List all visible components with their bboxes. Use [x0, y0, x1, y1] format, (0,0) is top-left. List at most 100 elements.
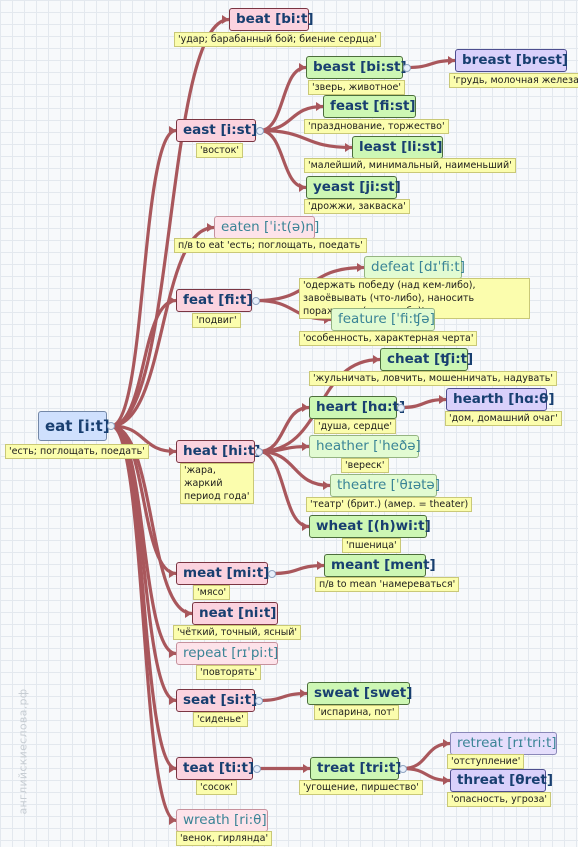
watermark: английскиеслова.рф	[16, 688, 30, 815]
gloss-teat: 'сосок'	[196, 780, 238, 795]
gloss-treat: 'угощение, пиршество'	[299, 780, 423, 795]
node-teat[interactable]: teat [ti:t]	[176, 757, 254, 780]
arrowhead-seat	[169, 696, 176, 705]
arrowhead-least	[345, 143, 352, 152]
link-meat-meant	[270, 563, 326, 576]
node-feature[interactable]: feature [ˈfi:ʧə]	[331, 308, 435, 331]
link-eat-seat	[109, 424, 178, 703]
link-heat-heather	[257, 444, 311, 454]
node-feat[interactable]: feat [fi:t]	[176, 289, 253, 312]
node-yeast[interactable]: yeast [ji:st]	[306, 176, 401, 199]
node-heart[interactable]: heart [hɑ:t]	[309, 396, 405, 419]
gloss-neat: 'чёткий, точный, ясный'	[173, 625, 302, 640]
gloss-meat: 'мясо'	[193, 585, 231, 600]
arrowhead-wheat	[302, 522, 309, 531]
link-heat-wheat	[257, 449, 311, 529]
node-heather[interactable]: heather [ˈheðə]	[309, 435, 421, 458]
collapse-knob-heart[interactable]	[397, 403, 405, 412]
arrowhead-treat	[303, 764, 310, 773]
node-wheat[interactable]: wheat [(h)wi:t]	[309, 515, 431, 538]
arrowhead-defeat	[357, 263, 364, 272]
arrowhead-wreath	[169, 816, 176, 825]
node-breast[interactable]: breast [brest]	[455, 49, 568, 72]
node-eat[interactable]: eat [i:t]	[38, 411, 110, 441]
arrowhead-threat	[443, 776, 450, 785]
gloss-retreat: 'отступление'	[447, 754, 525, 769]
collapse-knob-meat[interactable]	[268, 569, 276, 578]
link-beast-breast	[405, 58, 457, 70]
arrowhead-feast	[316, 102, 323, 111]
arrowhead-cheat	[373, 355, 380, 364]
collapse-knob-seat[interactable]	[255, 696, 263, 705]
arrowhead-teat	[169, 764, 176, 773]
node-beat[interactable]: beat [bi:t]	[229, 8, 314, 31]
gloss-wreath: 'венок, гирлянда'	[176, 831, 273, 846]
node-sweat[interactable]: sweat [swet]	[307, 682, 412, 705]
link-eat-repeat	[109, 424, 178, 656]
arrowhead-heart	[302, 403, 309, 412]
node-least[interactable]: least [li:st]	[352, 136, 443, 159]
gloss-sweat: 'испарина, пот'	[314, 705, 399, 720]
gloss-feature: 'особенность, характерная черта'	[299, 331, 478, 346]
gloss-meant: п/в to mean 'намереваться'	[315, 577, 460, 592]
node-beast[interactable]: beast [bi:st]	[306, 56, 407, 79]
arrowhead-retreat	[443, 739, 450, 748]
node-treat[interactable]: treat [tri:t]	[310, 757, 401, 780]
arrowhead-east	[169, 126, 176, 135]
arrowhead-beast	[299, 63, 306, 72]
gloss-beat: 'удар; барабанный бой; биение сердца'	[174, 32, 381, 47]
node-repeat[interactable]: repeat [rɪˈpi:t]	[176, 642, 278, 665]
arrowhead-yeast	[299, 183, 306, 192]
node-threat[interactable]: threat [θret]	[450, 769, 553, 792]
arrowhead-meat	[169, 569, 176, 578]
node-heat[interactable]: heat [hi:t]	[176, 440, 260, 463]
node-cheat[interactable]: cheat [ʧi:t]	[380, 348, 473, 371]
gloss-hearth: 'дом, домашний очаг'	[445, 411, 562, 426]
gloss-repeat: 'повторять'	[196, 665, 262, 680]
collapse-knob-feat[interactable]	[252, 296, 260, 305]
node-seat[interactable]: seat [si:t]	[176, 689, 257, 712]
gloss-heat: 'жара, жаркий период года'	[180, 463, 254, 504]
arrowhead-hearth	[439, 395, 446, 404]
collapse-knob-beast[interactable]	[403, 63, 411, 72]
link-east-beast	[258, 65, 308, 133]
node-defeat[interactable]: defeat [dɪˈfi:t]	[364, 256, 465, 279]
gloss-eat: 'есть; поглощать, поедать'	[5, 444, 149, 459]
gloss-yeast: 'дрожжи, закваска'	[304, 199, 410, 214]
gloss-wheat: 'пшеница'	[342, 538, 401, 553]
node-feast[interactable]: feast [fi:st]	[323, 95, 416, 118]
node-neat[interactable]: neat [ni:t]	[192, 602, 278, 625]
node-meant[interactable]: meant [ment]	[324, 554, 436, 577]
gloss-seat: 'сиденье'	[193, 712, 248, 727]
link-eat-east	[109, 128, 178, 428]
gloss-eaten: п/в to eat 'есть; поглощать, поедать'	[174, 238, 367, 253]
gloss-beast: 'зверь, животное'	[308, 80, 405, 95]
node-meat[interactable]: meat [mi:t]	[176, 562, 269, 585]
gloss-heather: 'вереск'	[341, 458, 389, 473]
gloss-feast: 'празднование, торжество'	[304, 119, 449, 134]
gloss-least: 'малейший, минимальный, наименьший'	[304, 158, 516, 173]
node-east[interactable]: east [i:st]	[176, 119, 257, 142]
gloss-feat: 'подвиг'	[192, 313, 241, 328]
node-eaten[interactable]: eaten [ˈi:t(ə)n]	[214, 216, 319, 239]
collapse-knob-eat[interactable]	[107, 422, 115, 430]
arrowhead-heat	[169, 447, 176, 456]
node-theatre[interactable]: theatre [ˈθɪətə]	[330, 474, 440, 497]
collapse-knob-treat[interactable]	[399, 764, 407, 773]
arrowhead-repeat	[169, 649, 176, 658]
link-eat-wreath	[109, 424, 178, 823]
collapse-knob-teat[interactable]	[253, 764, 261, 773]
collapse-knob-heat[interactable]	[255, 447, 263, 456]
link-heart-hearth	[399, 397, 448, 410]
node-wreath[interactable]: wreath [ri:θ]	[176, 809, 268, 832]
node-hearth[interactable]: hearth [hɑ:θ]	[446, 388, 555, 411]
link-eat-beat	[109, 17, 231, 428]
arrowhead-eaten	[207, 223, 214, 232]
node-retreat[interactable]: retreat [rɪˈtri:t]	[450, 732, 557, 755]
arrowhead-feat	[169, 296, 176, 305]
gloss-east: 'восток'	[196, 143, 243, 158]
arrowhead-heather	[302, 442, 309, 451]
link-treat-threat	[401, 766, 452, 783]
gloss-cheat: 'жульничать, ловчить, мошенничать, надув…	[309, 371, 558, 386]
collapse-knob-east[interactable]	[256, 126, 264, 135]
